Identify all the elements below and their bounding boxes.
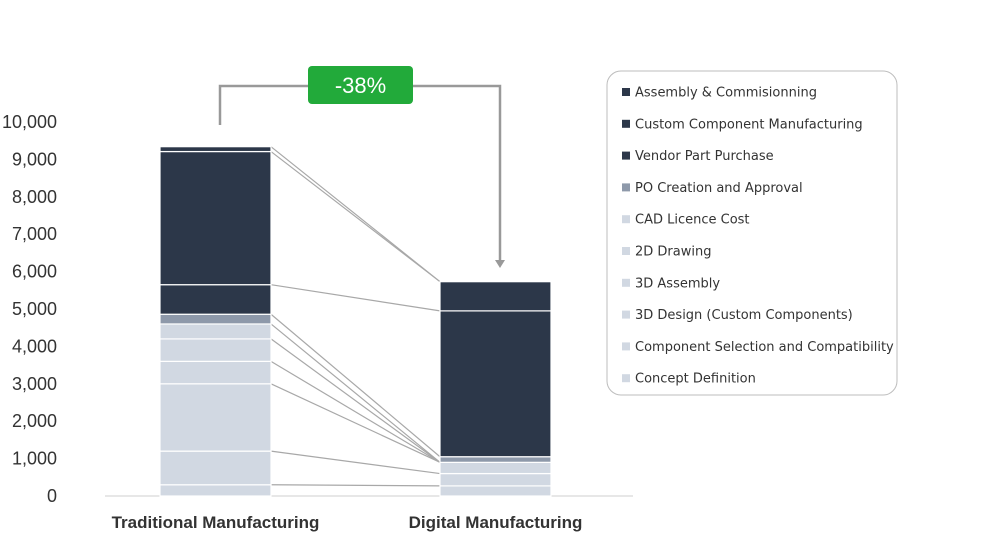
connector-line bbox=[270, 146, 441, 283]
annotation-bracket bbox=[218, 84, 502, 262]
bar-segment bbox=[159, 146, 272, 153]
legend-label: CAD Licence Cost bbox=[635, 213, 750, 228]
bar-segment bbox=[439, 310, 552, 458]
legend-label: Component Selection and Compatibility bbox=[635, 340, 894, 355]
connector-line bbox=[270, 151, 441, 283]
legend-swatch bbox=[622, 310, 630, 319]
bar-segment bbox=[159, 383, 272, 452]
connector-line bbox=[270, 360, 441, 463]
legend-label: Concept Definition bbox=[635, 372, 756, 387]
legend-swatch bbox=[622, 151, 630, 160]
bar-segment bbox=[159, 450, 272, 486]
reduction-annotation: -38% bbox=[218, 66, 505, 268]
legend-label: 2D Drawing bbox=[635, 245, 711, 260]
y-tick-label: 1,000 bbox=[12, 449, 57, 469]
bar-segment bbox=[439, 281, 552, 312]
connector-line bbox=[270, 484, 441, 487]
legend-label: 3D Assembly bbox=[635, 276, 720, 291]
connector-line bbox=[270, 383, 441, 463]
annotation-badge bbox=[308, 66, 413, 104]
bar-stacks bbox=[159, 146, 552, 497]
legend-box bbox=[606, 70, 898, 396]
legend-label: PO Creation and Approval bbox=[635, 181, 803, 196]
legend-swatch bbox=[622, 215, 630, 224]
bar-segment bbox=[159, 484, 272, 497]
legend-label: Assembly & Commisionning bbox=[635, 86, 817, 101]
annotation-arrowhead bbox=[495, 260, 505, 268]
bar-segment bbox=[439, 461, 552, 475]
y-tick-label: 10,000 bbox=[2, 112, 57, 132]
connector-line bbox=[270, 323, 441, 463]
y-tick-label: 6,000 bbox=[12, 262, 57, 282]
bar-segment bbox=[159, 360, 272, 385]
legend-label: Custom Component Manufacturing bbox=[635, 117, 863, 132]
y-tick-label: 7,000 bbox=[12, 224, 57, 244]
bar-segment bbox=[439, 472, 552, 487]
x-category-label: Digital Manufacturing bbox=[409, 513, 583, 532]
bar-segment bbox=[439, 485, 552, 497]
y-tick-label: 5,000 bbox=[12, 299, 57, 319]
legend-swatch bbox=[622, 88, 630, 96]
legend-swatch bbox=[622, 342, 630, 351]
y-tick-label: 9,000 bbox=[12, 149, 57, 169]
y-tick-label: 8,000 bbox=[12, 187, 57, 207]
legend-label: 3D Design (Custom Components) bbox=[635, 308, 853, 323]
legend-swatch bbox=[622, 183, 630, 192]
y-tick-label: 0 bbox=[47, 486, 57, 506]
y-tick-label: 4,000 bbox=[12, 336, 57, 356]
x-category-label: Traditional Manufacturing bbox=[112, 513, 320, 532]
series-connector-lines bbox=[270, 146, 441, 487]
connector-line bbox=[270, 313, 441, 458]
x-axis-categories: Traditional Manufacturing Digital Manufac… bbox=[112, 513, 583, 532]
connector-line bbox=[270, 338, 441, 463]
legend-swatch bbox=[622, 247, 630, 255]
bar-segment bbox=[159, 150, 272, 286]
legend-swatch bbox=[622, 119, 630, 128]
connector-line bbox=[270, 284, 441, 312]
y-axis: 0 1,000 2,000 3,000 4,000 5,000 6,000 7,000 8,00… bbox=[2, 112, 57, 506]
bar-segment bbox=[159, 313, 272, 325]
bar-segment bbox=[439, 456, 552, 463]
y-tick-label: 3,000 bbox=[12, 374, 57, 394]
bar-segment bbox=[159, 338, 272, 362]
bar-segment bbox=[159, 323, 272, 340]
legend-label: Vendor Part Purchase bbox=[635, 149, 774, 164]
y-tick-label: 2,000 bbox=[12, 411, 57, 431]
legend-swatch bbox=[622, 278, 630, 287]
legend-swatch bbox=[622, 374, 630, 383]
connector-line bbox=[270, 450, 441, 475]
annotation-badge-text: -38% bbox=[335, 73, 386, 98]
bar-segment bbox=[159, 284, 272, 315]
